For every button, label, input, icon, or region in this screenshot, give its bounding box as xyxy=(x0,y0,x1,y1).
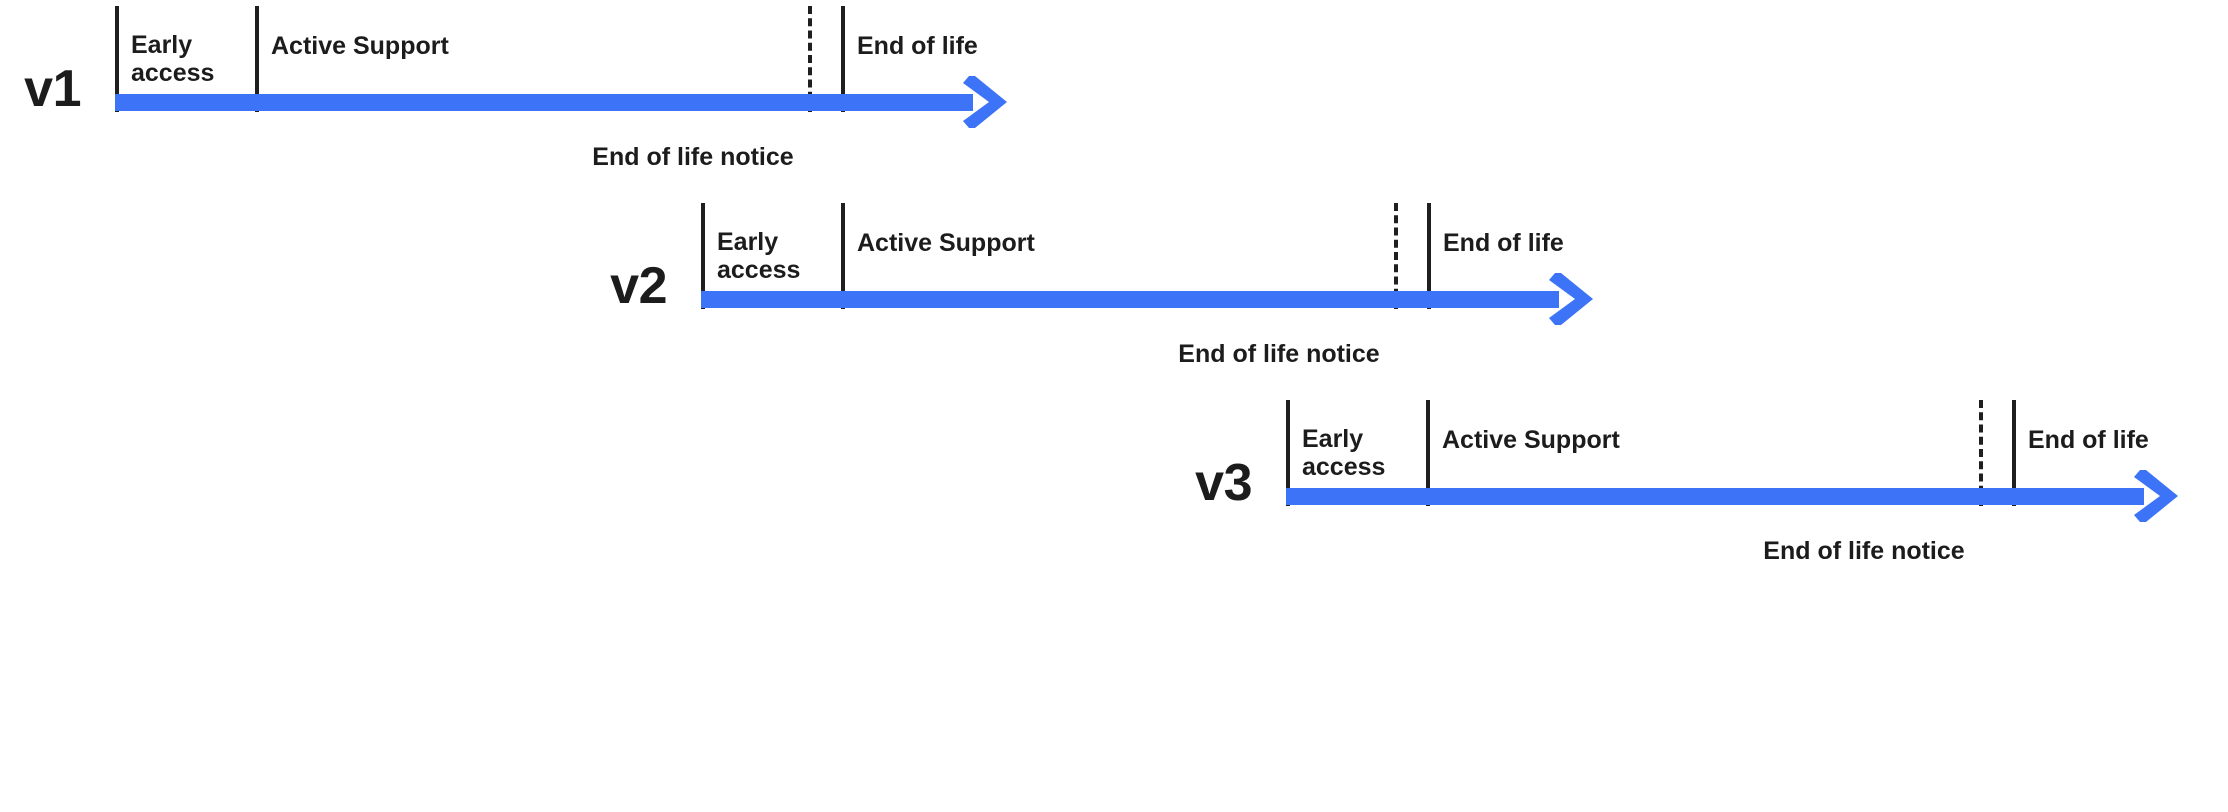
divider-early-access-start-v2 xyxy=(701,203,705,309)
version-label-v1: v1 xyxy=(24,60,81,118)
phase-label-early-access-v2: Early access xyxy=(717,228,801,284)
version-label-v2: v2 xyxy=(610,257,667,315)
timeline-shaft-v2 xyxy=(701,291,1559,308)
divider-end-of-life-start-v2 xyxy=(1427,203,1431,309)
lifecycle-row-v2: v2 Early access Active Support End of li… xyxy=(610,177,1781,407)
divider-end-of-life-start-v3 xyxy=(2012,400,2016,506)
phase-label-end-of-life-v2: End of life xyxy=(1443,229,1564,257)
timeline-shaft-v3 xyxy=(1286,488,2144,505)
divider-eol-notice-v3 xyxy=(1979,400,1983,506)
divider-active-support-start-v3 xyxy=(1426,400,1430,506)
version-label-v3: v3 xyxy=(1195,454,1252,512)
divider-eol-notice-v1 xyxy=(808,6,812,112)
notice-label-v3: End of life notice xyxy=(1763,537,1965,565)
arrow-head-icon-v2 xyxy=(1541,269,1601,329)
lifecycle-row-v3: v3 Early access Active Support End of li… xyxy=(1195,374,2228,604)
phase-label-active-support-v2: Active Support xyxy=(857,229,1035,257)
timeline-arrow-v2 xyxy=(701,269,1601,329)
timeline-arrow-v3 xyxy=(1286,466,2186,526)
timeline-shaft-v1 xyxy=(115,94,973,111)
notice-label-v1: End of life notice xyxy=(592,143,794,171)
phase-label-active-support-v1: Active Support xyxy=(271,32,449,60)
phase-label-end-of-life-v3: End of life xyxy=(2028,426,2149,454)
divider-active-support-start-v1 xyxy=(255,6,259,112)
notice-label-v2: End of life notice xyxy=(1178,340,1380,368)
phase-label-early-access-v1: Early access xyxy=(131,31,215,87)
timeline-arrow-v1 xyxy=(115,72,1015,132)
divider-eol-notice-v2 xyxy=(1394,203,1398,309)
phase-label-active-support-v3: Active Support xyxy=(1442,426,1620,454)
phase-label-end-of-life-v1: End of life xyxy=(857,32,978,60)
divider-early-access-start-v1 xyxy=(115,6,119,112)
divider-end-of-life-start-v1 xyxy=(841,6,845,112)
arrow-head-icon-v1 xyxy=(955,72,1015,132)
divider-active-support-start-v2 xyxy=(841,203,845,309)
lifecycle-row-v1: v1 Early access Active Support End of li… xyxy=(24,0,1195,210)
phase-label-early-access-v3: Early access xyxy=(1302,425,1386,481)
arrow-head-icon-v3 xyxy=(2126,466,2186,526)
divider-early-access-start-v3 xyxy=(1286,400,1290,506)
